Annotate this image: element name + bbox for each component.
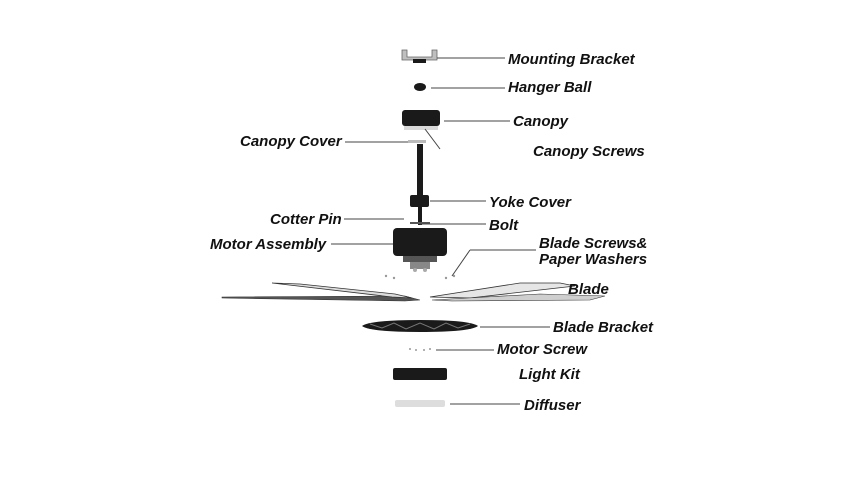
- light-kit-part: [393, 368, 447, 380]
- blade-bracket-part: [362, 320, 478, 332]
- motor-screws-part: [409, 348, 431, 351]
- motor-assembly-part: [393, 228, 447, 272]
- label-blade-screws-line1: Blade Screws&: [539, 235, 647, 252]
- hanger-ball-part: [414, 83, 426, 91]
- bolt-part: [410, 207, 430, 225]
- yoke-cover-part: [410, 195, 429, 207]
- label-blade: Blade: [568, 281, 609, 298]
- label-hanger-ball: Hanger Ball: [508, 79, 592, 96]
- label-bolt: Bolt: [489, 217, 519, 234]
- label-motor-screw: Motor Screw: [497, 341, 588, 358]
- label-canopy: Canopy: [513, 113, 569, 130]
- diffuser-part: [395, 400, 445, 407]
- label-canopy-screws: Canopy Screws: [533, 143, 645, 160]
- label-blade-bracket: Blade Bracket: [553, 319, 654, 336]
- downrod-part: [417, 144, 423, 196]
- leader-lines: [331, 57, 550, 405]
- label-mounting-bracket: Mounting Bracket: [508, 51, 636, 68]
- label-yoke-cover: Yoke Cover: [489, 194, 572, 211]
- label-diffuser: Diffuser: [524, 397, 582, 414]
- canopy-part: [402, 110, 440, 130]
- label-motor-assembly: Motor Assembly: [210, 236, 327, 253]
- blade-screws-part: [384, 274, 456, 280]
- label-cotter-pin: Cotter Pin: [270, 211, 342, 228]
- label-light-kit: Light Kit: [519, 366, 581, 383]
- label-canopy-cover: Canopy Cover: [240, 133, 343, 150]
- blades-part: [221, 282, 606, 302]
- canopy-cover-part: [408, 140, 426, 143]
- mounting-bracket-part: [401, 49, 438, 63]
- label-blade-screws-line2: Paper Washers: [539, 251, 647, 268]
